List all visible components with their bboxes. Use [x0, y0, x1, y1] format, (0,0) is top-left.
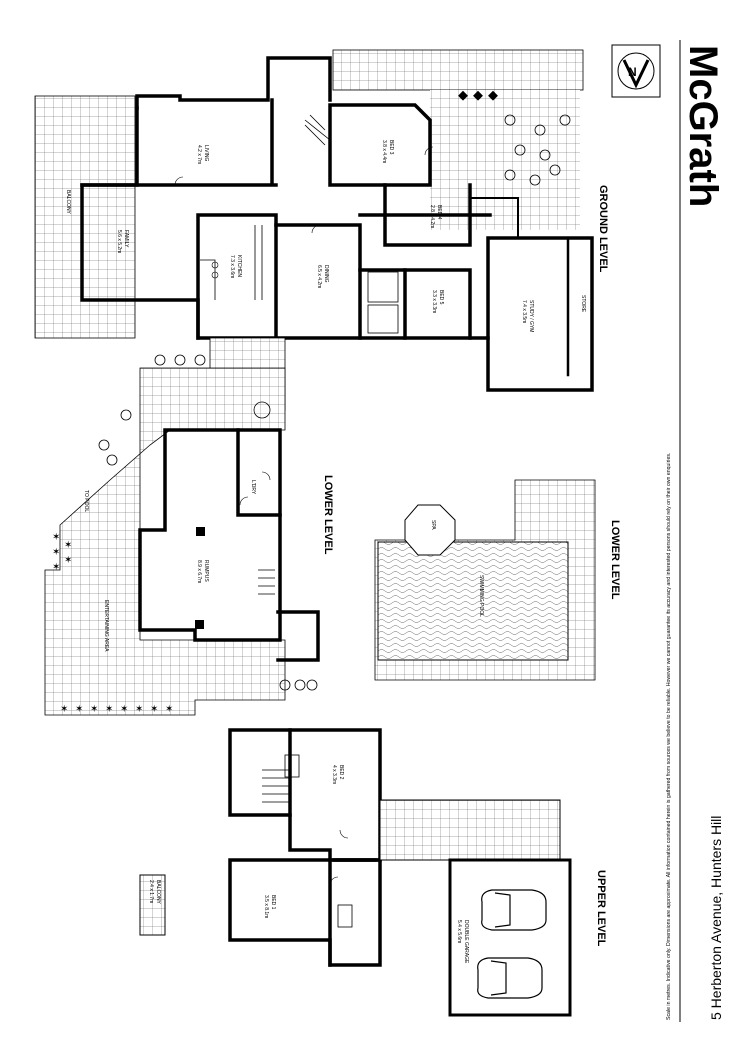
room-bed1-label: BED 1 [270, 895, 276, 910]
to-pool-label: TO POOL [83, 490, 89, 512]
room-family-dim: 5.6 x 5.2m [116, 230, 122, 253]
room-rumpus-label: RUMPUS [203, 560, 209, 582]
room-bed5-dim: 3.3 x 3.3m [431, 290, 437, 313]
property-address: 5 Herberton Avenue, Hunters Hill [708, 816, 724, 1020]
svg-text:✶: ✶ [150, 704, 158, 715]
svg-text:✶: ✶ [75, 704, 83, 715]
lower-paving [44, 367, 286, 716]
room-living-label: LIVING [203, 145, 209, 162]
room-bed4-dim: 2.8 x 4.2m [429, 205, 435, 228]
room-family-label: FAMILY [123, 230, 129, 248]
room-bed3-label: BED 3 [388, 140, 394, 155]
room-laundry-label: L'DRY [250, 480, 256, 495]
pool-label: SWIMMING POOL [478, 575, 484, 617]
ground-level-title: GROUND LEVEL [597, 185, 609, 273]
room-store-label: STORE [580, 295, 586, 313]
room-study-label: STUDY / GYM [528, 300, 534, 332]
car-icon [477, 889, 547, 999]
ground-side-paving [430, 90, 580, 230]
svg-text:✶: ✶ [52, 562, 60, 573]
room-bed2-label: BED 2 [338, 765, 344, 780]
pool-area: SWIMMING POOL SPA LOWER LEVEL [374, 479, 621, 681]
lower-shrubs [98, 401, 318, 691]
room-living-dim: 4.2 x 7m [196, 145, 202, 164]
swimming-pool [377, 541, 569, 661]
room-bed5-label: BED 5 [438, 290, 444, 305]
svg-text:✶: ✶ [165, 704, 173, 715]
disclaimer: Scale in metres. Indicative only. Dimens… [666, 453, 672, 1020]
ground-front-paving [332, 49, 584, 91]
pool-level-title: LOWER LEVEL [609, 520, 621, 600]
svg-text:✶: ✶ [64, 555, 72, 566]
room-dining-label: DINING [323, 265, 329, 283]
spa-label: SPA [430, 520, 436, 530]
room-study-dim: 7.4 x 3.5m [521, 300, 527, 323]
room-balcony-ground-label: BALCONY [65, 190, 71, 215]
north-arrow-icon: N [611, 44, 661, 98]
svg-text:✶: ✶ [60, 704, 68, 715]
room-balcony-upper-label: BALCONY [155, 880, 161, 905]
svg-text:✶: ✶ [52, 532, 60, 543]
spa [404, 504, 456, 556]
svg-text:✶: ✶ [105, 704, 113, 715]
ground-level: LIVING 4.2 x 7m FAMILY 5.6 x 5.2m BALCON… [34, 49, 609, 411]
svg-text:✶: ✶ [90, 704, 98, 715]
brand-logo: McGrath [681, 45, 725, 207]
room-bed3-dim: 3.8 x 4.4m [381, 140, 387, 163]
room-kitchen-dim: 7.3 x 3.6m [229, 255, 235, 278]
lower-level: ✶ ✶ ✶ ✶ ✶ ✶ ✶ ✶ ✶ ✶ ✶ ✶ ✶ RUMPUS 8.9 x 6.7m L'DRY E… [44, 367, 334, 716]
svg-text:✶: ✶ [120, 704, 128, 715]
svg-text:✶: ✶ [135, 704, 143, 715]
upper-level-title: UPPER LEVEL [595, 870, 607, 947]
svg-text:✶: ✶ [64, 540, 72, 551]
room-dining-dim: 6.5 x 4.2m [316, 265, 322, 288]
room-kitchen-label: KITCHEN [236, 255, 242, 277]
ground-deck-paving [34, 95, 136, 339]
room-garage-dim: 5.4 x 5.6m [456, 920, 462, 943]
room-bed2-dim: 4 x 3.3m [331, 765, 337, 784]
svg-text:✶: ✶ [52, 547, 60, 558]
upper-level: BED 2 4 x 3.3m BED 1 3.5 x 8.1m BALCONY … [139, 728, 607, 1017]
room-bed4-label: BED 4 [436, 205, 442, 220]
room-balcony-upper-dim: 2.4 x 1.7m [148, 880, 154, 903]
room-rumpus-dim: 8.9 x 6.7m [196, 560, 202, 583]
lower-level-title: LOWER LEVEL [322, 475, 334, 555]
room-bed1-dim: 3.5 x 8.1m [263, 895, 269, 918]
room-entertaining-label: ENTERTAINING AREA [103, 600, 109, 652]
ground-garden-plants [154, 114, 571, 366]
svg-text:N: N [628, 65, 637, 79]
room-garage-label: DOUBLE GARAGE [463, 920, 469, 964]
lower-star-plants: ✶ ✶ ✶ ✶ ✶ ✶ ✶ ✶ ✶ ✶ ✶ ✶ ✶ [52, 532, 173, 715]
